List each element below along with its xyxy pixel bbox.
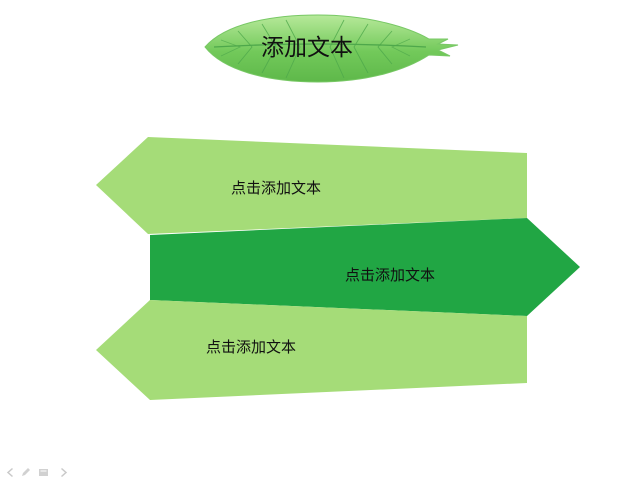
middle-arrow-text[interactable]: 点击添加文本 bbox=[345, 266, 436, 284]
slides-icon[interactable] bbox=[38, 467, 49, 478]
arrow-right-icon[interactable] bbox=[58, 467, 69, 478]
arrow-shape-middle bbox=[150, 218, 580, 316]
arrow-shape-bottom bbox=[96, 300, 527, 400]
top-arrow-text[interactable]: 点击添加文本 bbox=[231, 179, 322, 197]
slide-title[interactable]: 添加文本 bbox=[261, 35, 353, 61]
pen-icon[interactable] bbox=[20, 467, 31, 478]
bottom-arrow-text[interactable]: 点击添加文本 bbox=[206, 338, 297, 356]
arrow-shape-top bbox=[96, 137, 527, 234]
arrow-left-icon[interactable] bbox=[5, 467, 16, 478]
leaf-title-banner bbox=[204, 14, 459, 83]
slideshow-toolbar bbox=[0, 460, 80, 484]
